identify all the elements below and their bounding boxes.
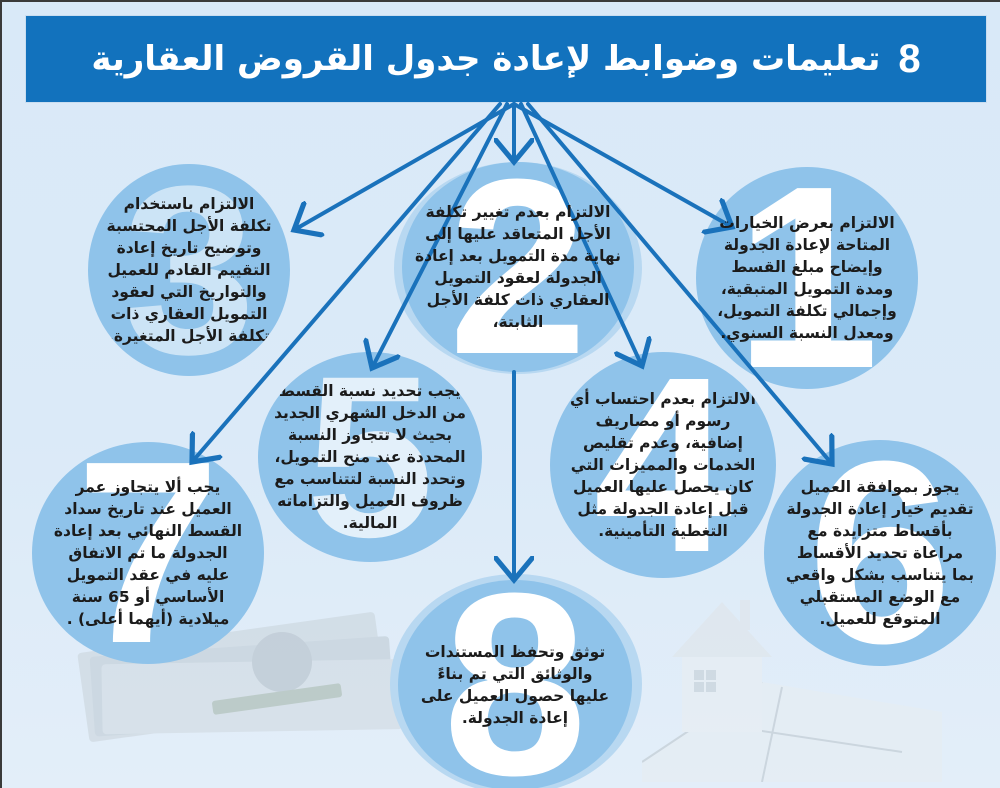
- node-6: 6 يجوز بموافقة العميل تقديم خيار إعادة ا…: [764, 440, 996, 666]
- node-3: 3 الالتزام باستخدام تكلفة الأجل المحتسبة…: [88, 164, 290, 376]
- title-text: تعليمات وضوابط لإعادة جدول القروض العقار…: [91, 39, 881, 79]
- node-text-6: يجوز بموافقة العميل تقديم خيار إعادة الج…: [785, 478, 975, 628]
- node-8: 8 توثق وتحفظ المستندات والوثائق التي تم …: [398, 580, 632, 788]
- node-4: 4 الالتزام بعدم احتساب أي رسوم أو مصاريف…: [550, 352, 776, 578]
- node-text-2: الالتزام بعدم تغيير تكلفة الأجل المتعاقد…: [415, 203, 621, 331]
- node-7: 7 يجب ألا يتجاوز عمر العميل عند تاريخ سد…: [32, 442, 264, 664]
- node-number-8: 8: [442, 580, 588, 788]
- node-text-5: يجب تحديد نسبة القسط من الدخل الشهري الج…: [274, 382, 466, 532]
- node-text-8: توثق وتحفظ المستندات والوثائق التي تم بن…: [420, 643, 610, 727]
- node-text-3: الالتزام باستخدام تكلفة الأجل المحتسبة و…: [106, 195, 272, 345]
- node-text-7: يجب ألا يتجاوز عمر العميل عند تاريخ سداد…: [53, 478, 243, 628]
- node-2: 2 الالتزام بعدم تغيير تكلفة الأجل المتعا…: [402, 162, 634, 372]
- node-text-4: الالتزام بعدم احتساب أي رسوم أو مصاريف إ…: [570, 390, 756, 540]
- node-number-7: 7: [75, 442, 221, 664]
- node-5: 5 يجب تحديد نسبة القسط من الدخل الشهري ا…: [258, 352, 482, 562]
- node-number-6: 6: [807, 440, 953, 666]
- title-number: 8: [898, 36, 921, 81]
- house-puzzle-illustration: [642, 600, 942, 782]
- node-text-1: الالتزام بعرض الخيارات المتاحة لإعادة ال…: [717, 214, 897, 342]
- page-title: 8 تعليمات وضوابط لإعادة جدول القروض العق…: [26, 16, 986, 102]
